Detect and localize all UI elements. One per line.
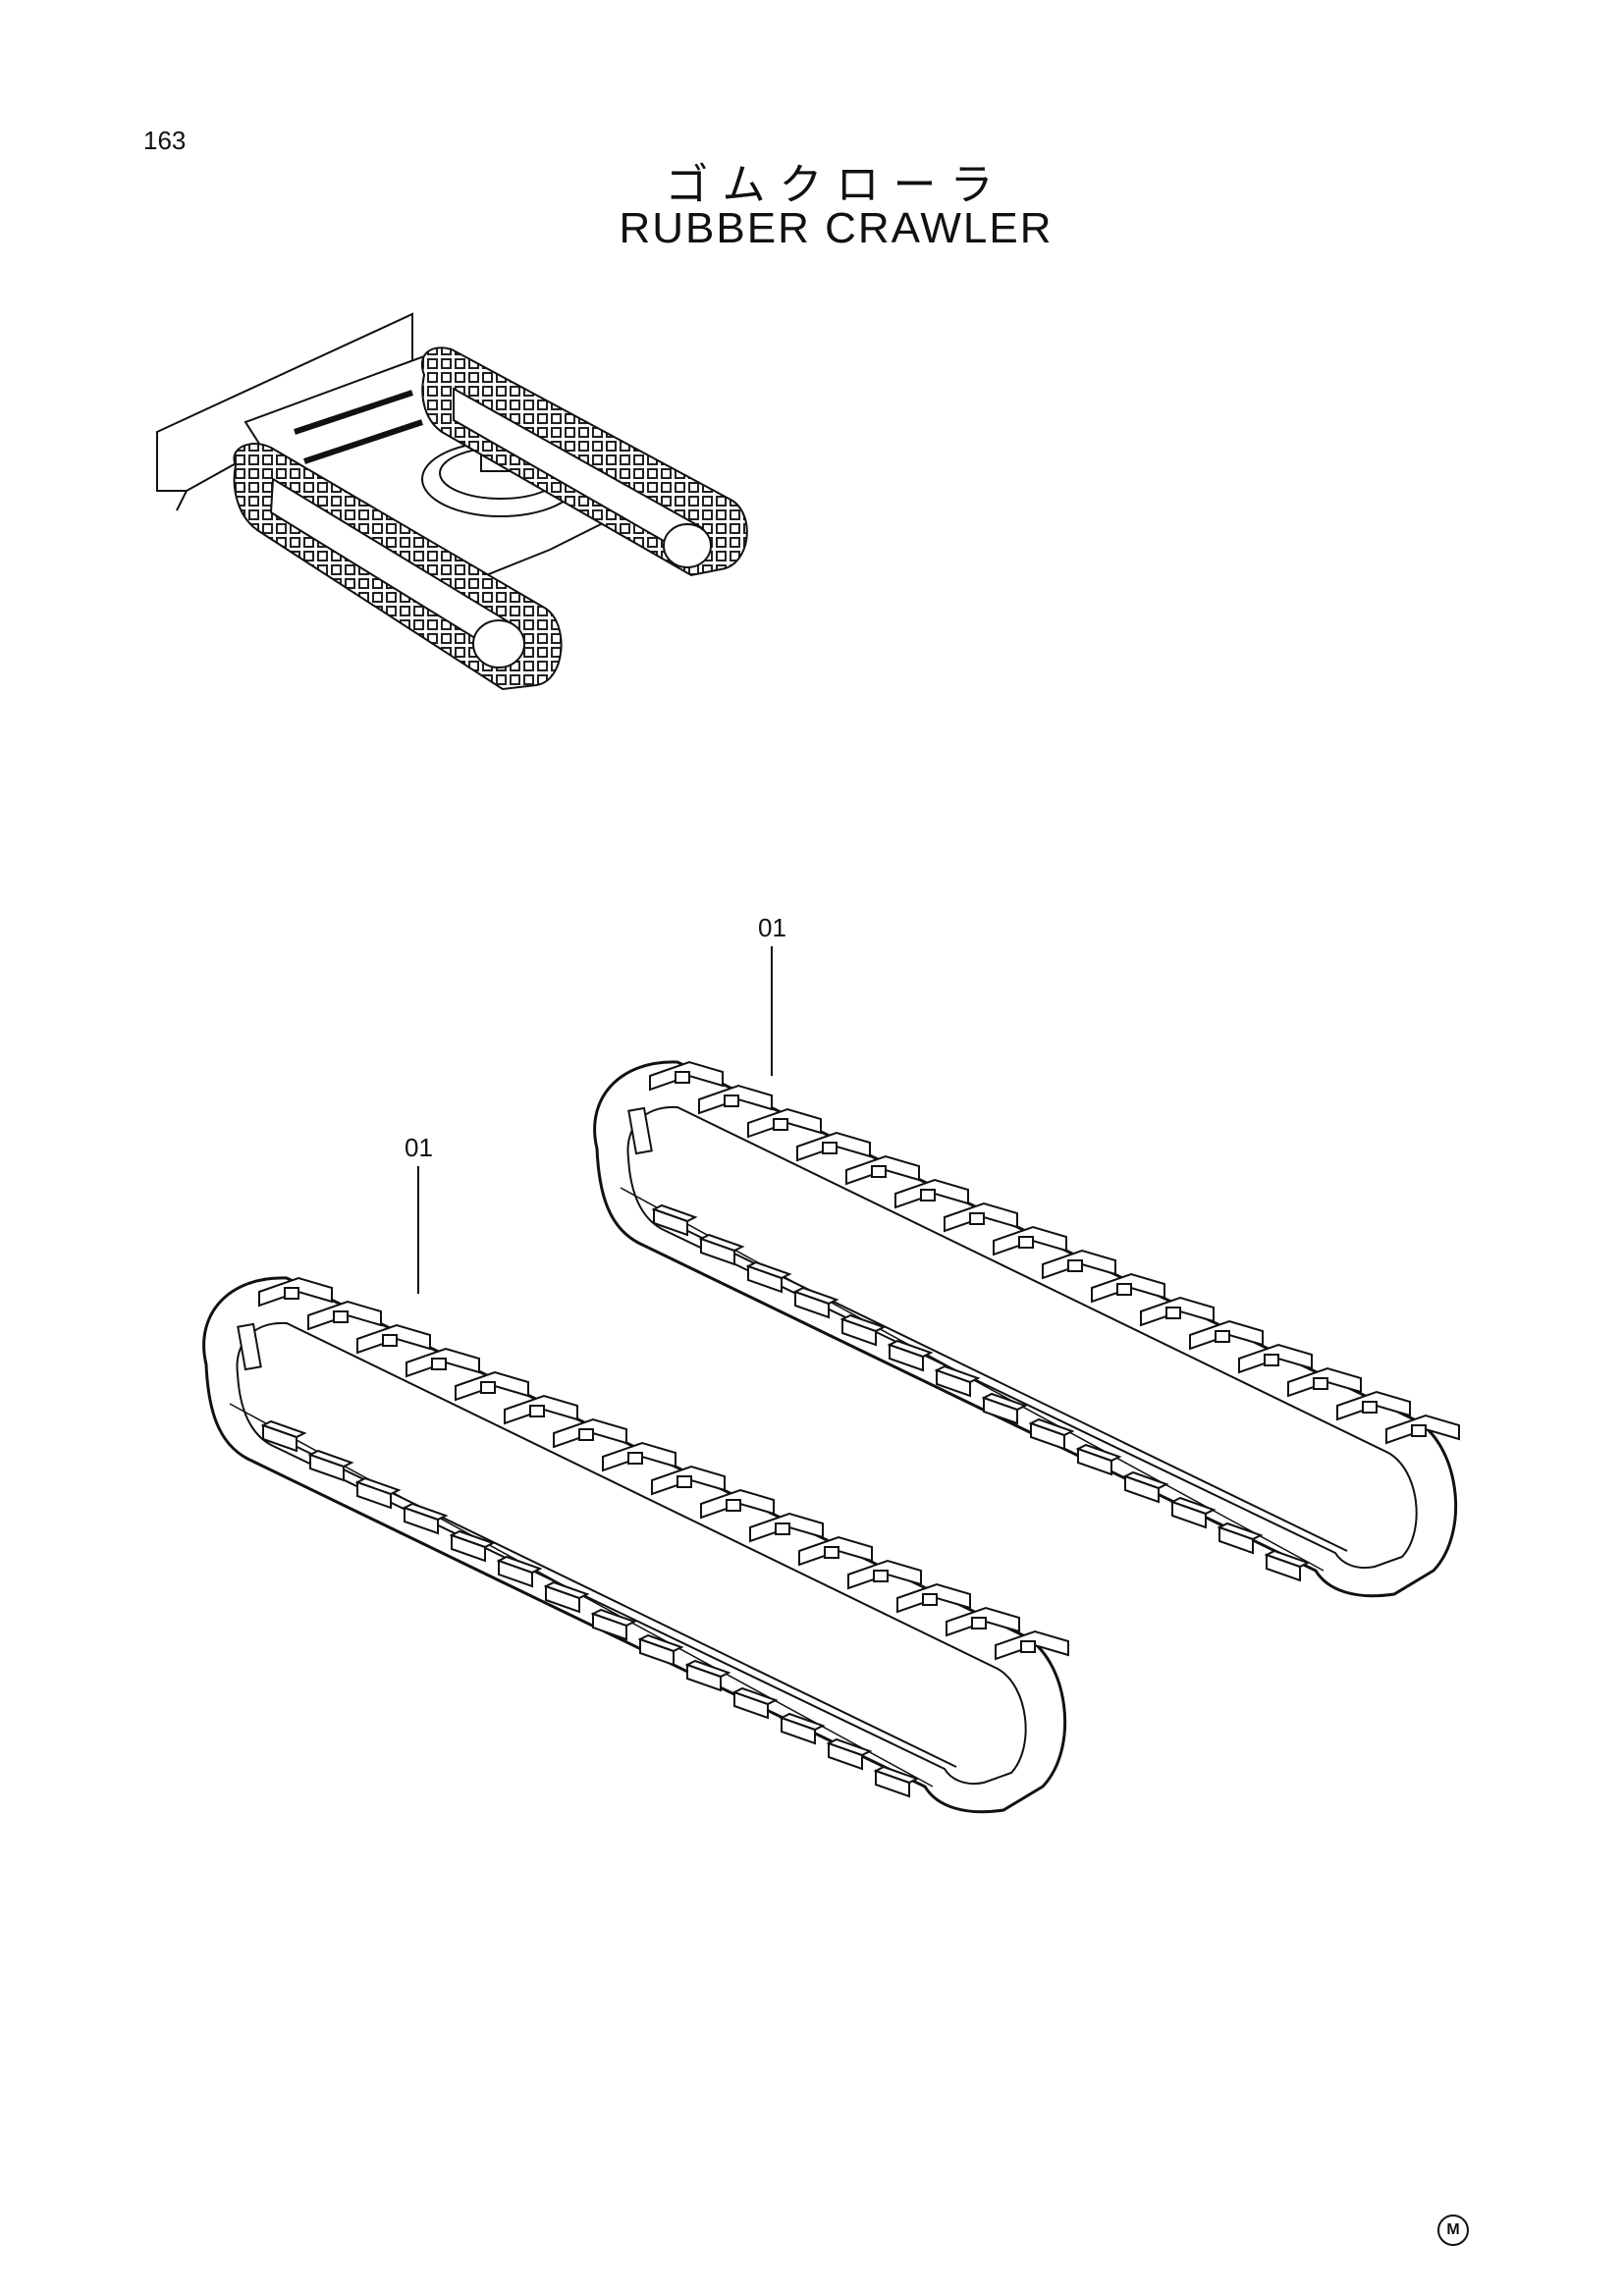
undercarriage-overview xyxy=(156,312,748,691)
callout-label-lower: 01 xyxy=(405,1133,433,1162)
manufacturer-mark: M xyxy=(1437,2215,1469,2246)
title-english: RUBBER CRAWLER xyxy=(619,204,1054,252)
title-japanese: ゴムクローラ xyxy=(665,160,1007,210)
rubber-crawler-lower xyxy=(202,1276,1069,1814)
callout-label-upper: 01 xyxy=(758,913,786,942)
page-number: 163 xyxy=(143,126,187,155)
rubber-crawler-upper xyxy=(593,1060,1460,1598)
